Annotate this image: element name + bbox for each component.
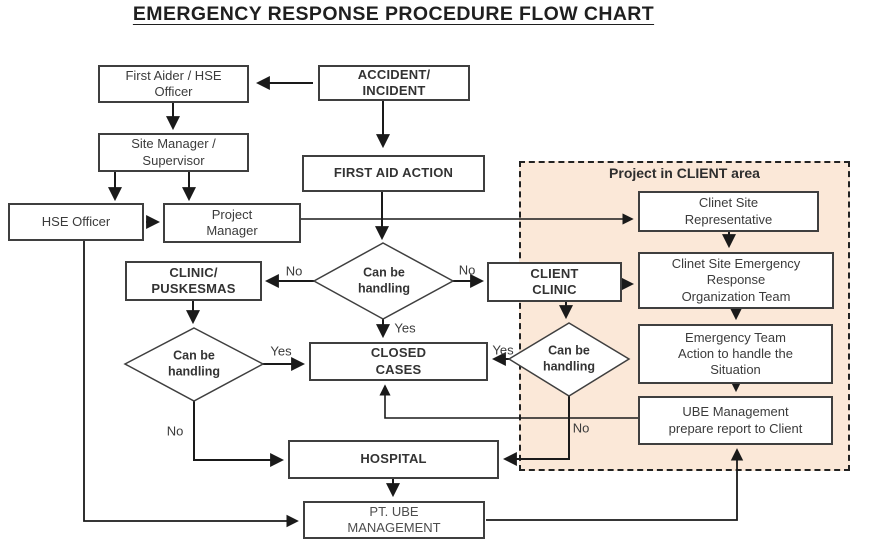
connector-hse-to-ptube xyxy=(83,241,299,528)
node-accident-incident: ACCIDENT/ INCIDENT xyxy=(318,65,470,101)
decision-diamond-left xyxy=(123,327,265,402)
node-project-manager: Project Manager xyxy=(163,203,301,243)
node-client-clinic: CLIENT CLINIC xyxy=(487,262,622,302)
decision-label-left: Can be handling xyxy=(167,348,221,378)
decision-label-right: Can be handling xyxy=(542,343,596,373)
node-emergency-team-action: Emergency Team Action to handle the Situ… xyxy=(638,324,833,384)
connector-rightdecision-no-to-hospital xyxy=(502,396,570,466)
client-area-label: Project in CLIENT area xyxy=(609,165,760,181)
decision-diamond-center xyxy=(312,242,455,320)
edge-label-no-center-left: No xyxy=(285,263,303,279)
edge-label-no-right: No xyxy=(572,420,590,436)
edge-label-no-left: No xyxy=(166,423,184,439)
connector-leftdecision-no-to-hospital xyxy=(193,401,285,467)
node-ube-management-report: UBE Management prepare report to Client xyxy=(638,396,833,445)
connector-group xyxy=(83,76,744,528)
connector-ptube-to-ubemgmt xyxy=(486,448,744,521)
page-title: EMERGENCY RESPONSE PROCEDURE FLOW CHART xyxy=(132,3,655,25)
edge-label-yes-center: Yes xyxy=(394,320,416,336)
edge-label-yes-right: Yes xyxy=(492,342,514,358)
edge-label-yes-left: Yes xyxy=(270,343,292,359)
decision-label-center: Can be handling xyxy=(357,265,411,295)
connector-ubemgmt-to-closed xyxy=(379,384,638,419)
node-closed-cases: CLOSED CASES xyxy=(309,342,488,381)
node-pt-ube-management: PT. UBE MANAGEMENT xyxy=(303,501,485,539)
node-first-aider: First Aider / HSE Officer xyxy=(98,65,249,103)
node-clinic-puskesmas: CLINIC/ PUSKESMAS xyxy=(125,261,262,301)
node-site-manager: Site Manager / Supervisor xyxy=(98,133,249,172)
node-client-site-org-team: Clinet Site Emergency Response Organizat… xyxy=(638,252,834,309)
node-hospital: HOSPITAL xyxy=(288,440,499,479)
node-hse-officer: HSE Officer xyxy=(8,203,144,241)
node-client-site-representative: Clinet Site Representative xyxy=(638,191,819,232)
decision-diamonds xyxy=(123,242,631,402)
edge-label-no-center-right: No xyxy=(458,262,476,278)
decision-diamond-right xyxy=(507,322,631,397)
node-first-aid-action: FIRST AID ACTION xyxy=(302,155,485,192)
